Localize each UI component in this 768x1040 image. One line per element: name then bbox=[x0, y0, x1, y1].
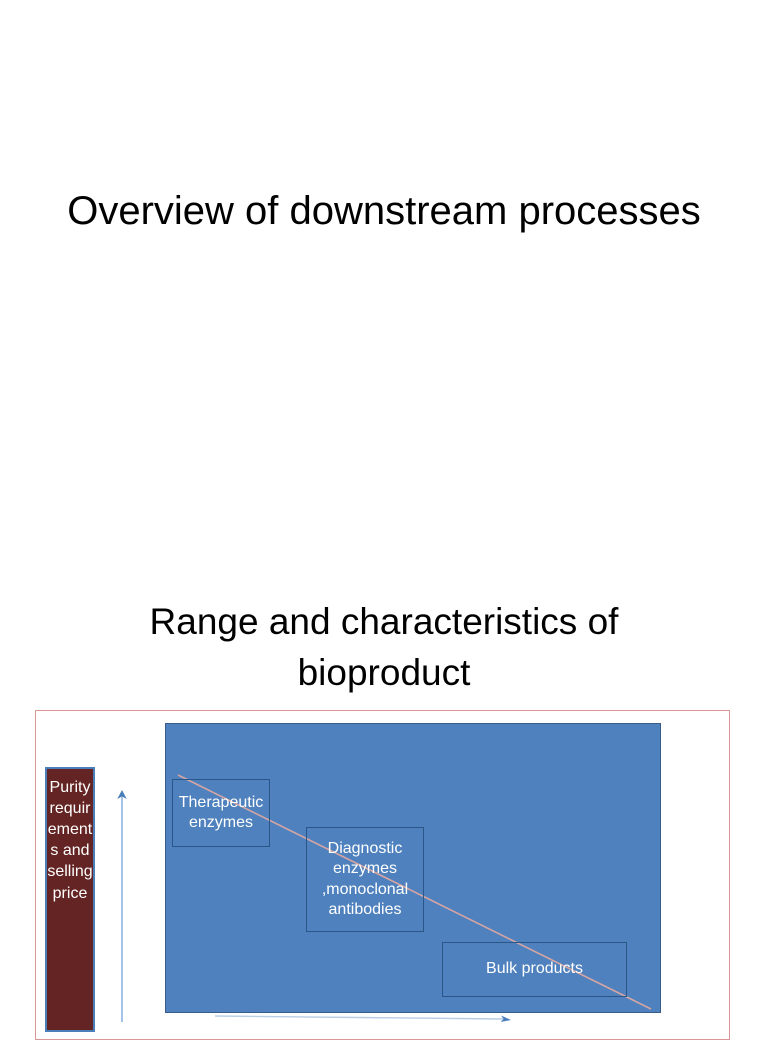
arrow-right-icon bbox=[214, 1008, 515, 1024]
product-box-diagnostic-enzymes[interactable]: Diagnostic enzymes ,monoclonal antibodie… bbox=[306, 827, 424, 932]
y-axis-label-box: Purity requirements and selling price bbox=[45, 767, 95, 1032]
product-box-label: Therapeutic enzymes bbox=[178, 793, 264, 831]
product-box-label: Diagnostic enzymes ,monoclonal antibodie… bbox=[321, 839, 409, 918]
page-title: Overview of downstream processes bbox=[67, 189, 701, 233]
product-box-bulk-products[interactable]: Bulk products bbox=[442, 942, 627, 997]
arrow-up-icon bbox=[112, 788, 132, 1022]
product-box-label: Bulk products bbox=[486, 960, 583, 978]
section-title: Range and characteristics of bioproduct bbox=[149, 601, 619, 694]
product-box-therapeutic-enzymes[interactable]: Therapeutic enzymes bbox=[172, 779, 270, 847]
